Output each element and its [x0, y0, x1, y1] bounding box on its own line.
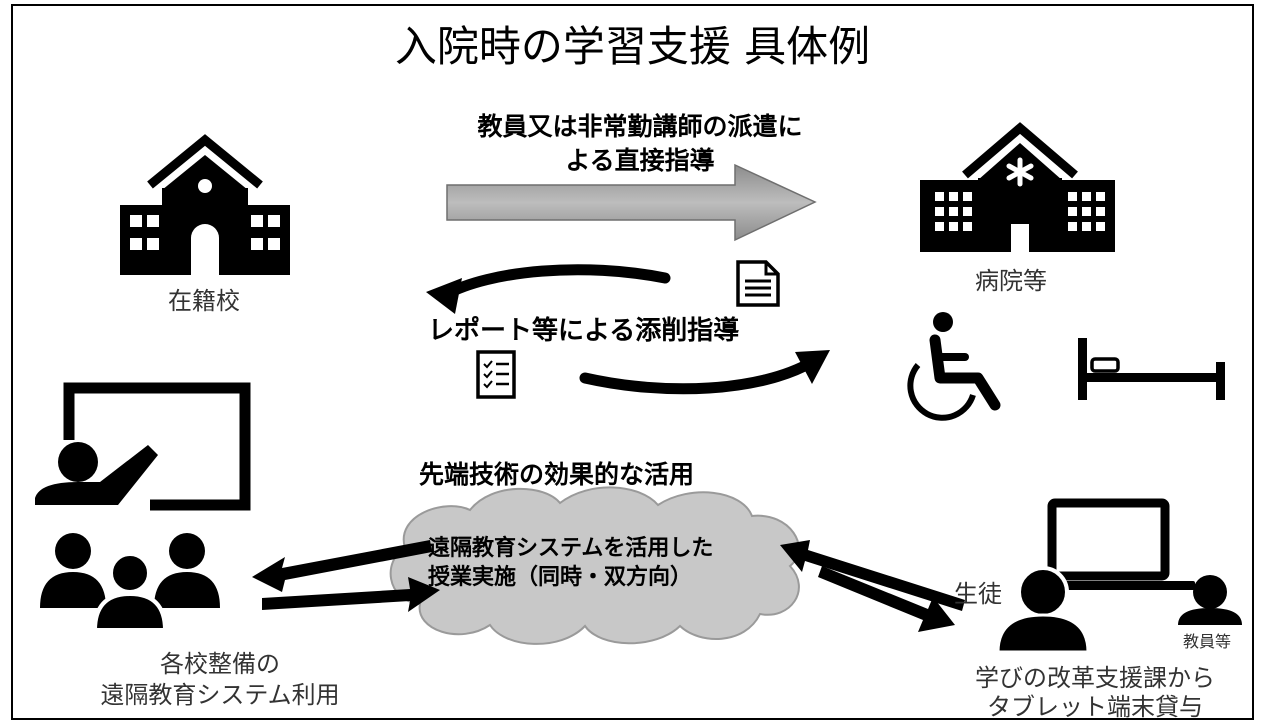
school-building-icon: [120, 134, 290, 275]
page-title: 入院時の学習支援 具体例: [394, 22, 871, 71]
tech-heading: 先端技術の効果的な活用: [419, 460, 695, 489]
right-group-line1: 学びの改革支援課から: [975, 664, 1215, 692]
right-group-line2: タブレット端末貸与: [987, 693, 1203, 721]
student-label: 生徒: [954, 580, 1002, 608]
left-group-line1: 各校整備の: [160, 650, 280, 678]
return-curved-arrow: [426, 264, 671, 314]
student-icon: [996, 566, 1090, 654]
hospital-building-icon: [920, 122, 1115, 252]
left-group-line2: 遠隔教育システム利用: [100, 681, 340, 709]
dispatch-label-line1: 教員又は非常勤講師の派遣に: [477, 112, 803, 141]
cloud-text-line1: 遠隔教育システムを活用した: [428, 536, 714, 561]
teacher-whiteboard-icon: [35, 382, 251, 511]
school-label: 在籍校: [168, 287, 240, 315]
wheelchair-icon: [907, 312, 1001, 421]
left-sync-arrows: [252, 540, 440, 612]
cloud-text-line2: 授業実施（同時・双方向）: [428, 565, 693, 590]
bed-icon: [1078, 338, 1225, 400]
right-sync-arrows: [780, 540, 965, 632]
dispatch-label-line2: よる直接指導: [565, 146, 715, 175]
diagram-frame: [11, 4, 1254, 720]
correction-label: レポート等による添削指導: [428, 316, 740, 346]
students-group-icon: [40, 533, 220, 632]
hospital-label: 病院等: [975, 267, 1047, 295]
teacher-label: 教員等: [1183, 632, 1232, 651]
checklist-icon: [476, 350, 516, 399]
remote-education-cloud: [389, 486, 800, 645]
submit-curved-arrow: [579, 350, 830, 395]
dispatch-arrow: [446, 163, 817, 242]
teacher-icon: [1178, 575, 1242, 625]
document-icon: [736, 260, 780, 307]
